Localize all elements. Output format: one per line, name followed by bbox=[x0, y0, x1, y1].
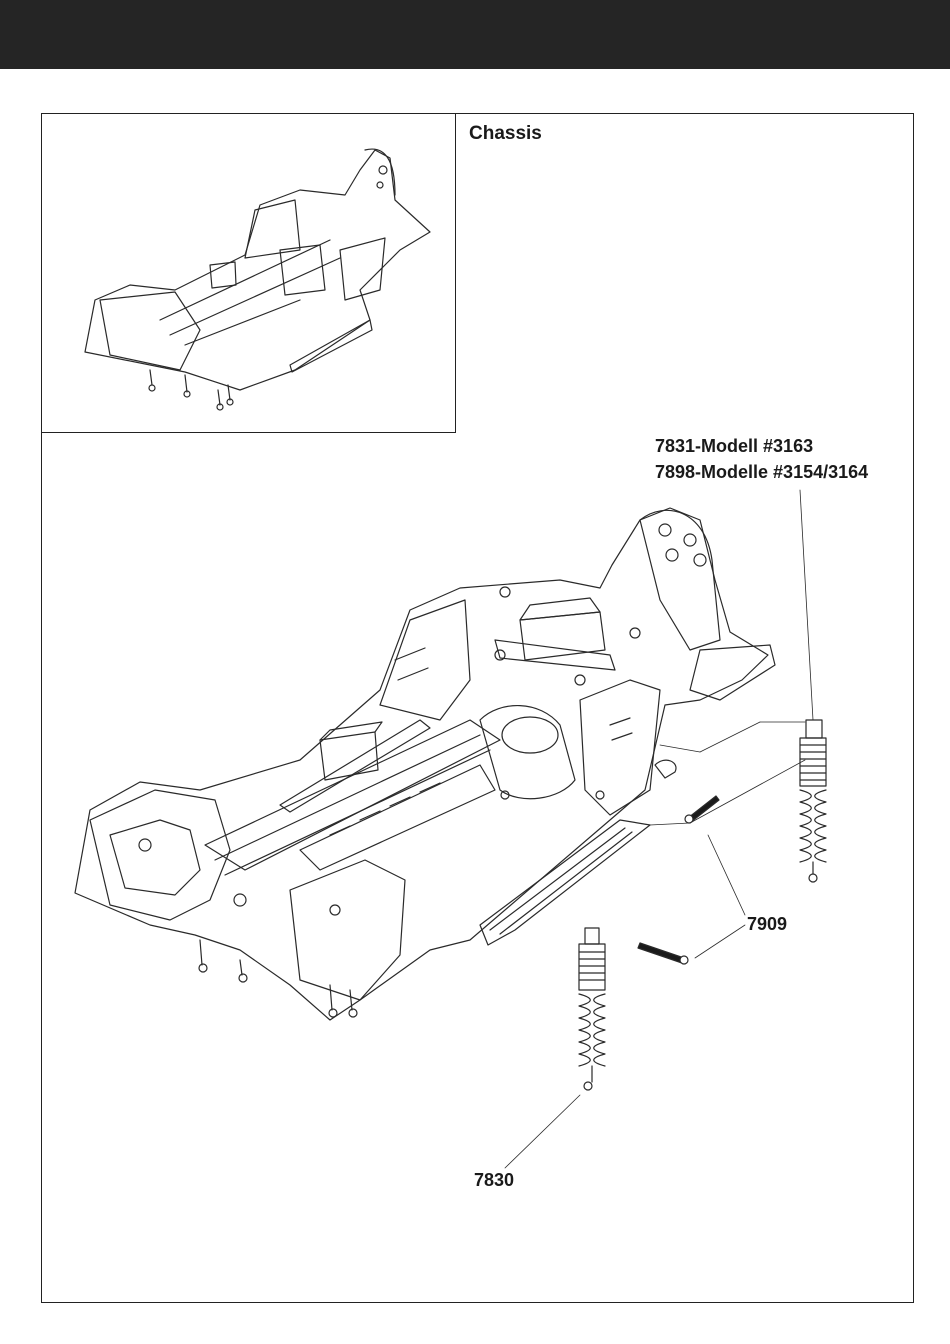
leader-lines bbox=[505, 490, 813, 1168]
screw-illustration bbox=[638, 796, 719, 964]
rear-shock-illustration bbox=[800, 720, 826, 882]
chassis-exploded-illustration bbox=[75, 508, 775, 1020]
chassis-overview-illustration bbox=[85, 149, 430, 410]
front-shock-illustration bbox=[579, 928, 605, 1090]
